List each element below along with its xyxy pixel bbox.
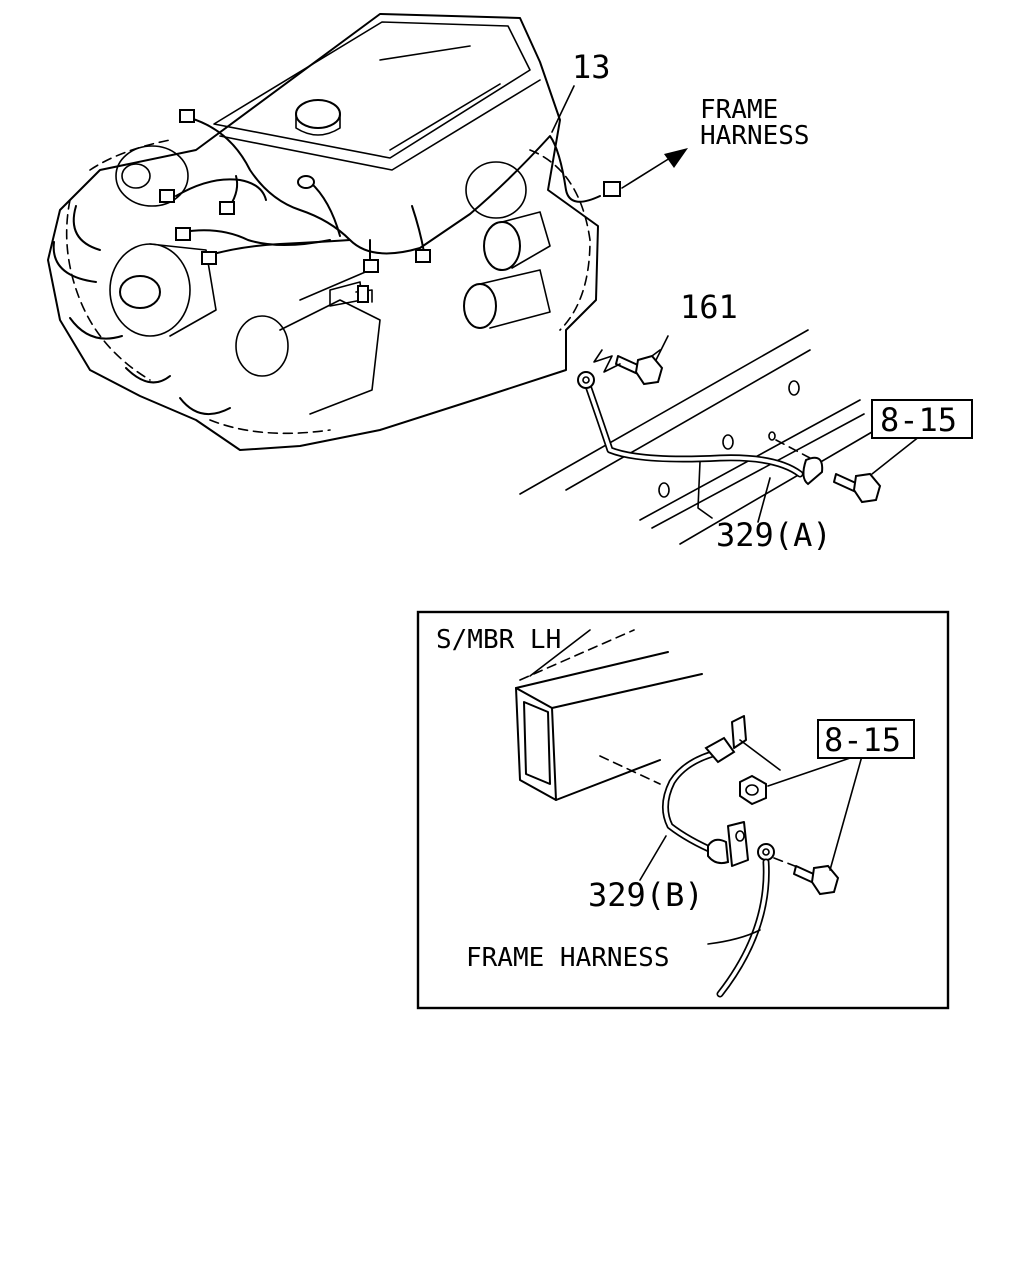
bolt-inset <box>793 755 863 896</box>
frame-rail <box>519 329 873 545</box>
leader-13 <box>551 85 575 133</box>
side-member-lh <box>515 629 703 801</box>
bolt-161 <box>593 335 669 386</box>
ref-box-8-15-top <box>871 399 973 439</box>
ref-box-8-15-inset <box>817 719 915 759</box>
callout-frame-harness-line2: HARNESS <box>700 121 810 151</box>
callout-13: 13 <box>572 48 611 86</box>
inset-callout-329b: 329(B) <box>588 876 704 914</box>
inset-label-frame-harness: FRAME HARNESS <box>466 943 670 973</box>
callout-8-15-top: 8-15 <box>880 401 957 439</box>
callout-161: 161 <box>680 288 738 326</box>
frame-harness-arrow <box>621 148 688 189</box>
engine-assembly <box>47 13 599 451</box>
callout-329a: 329(A) <box>716 516 832 554</box>
flange-nut <box>739 755 857 806</box>
inset-callout-8-15: 8-15 <box>824 721 901 759</box>
cable-329b <box>639 715 781 881</box>
cable-329a <box>577 371 824 523</box>
engine-wiring-harness <box>159 109 621 303</box>
inset-label-side-member: S/MBR LH <box>436 625 561 655</box>
callout-frame-harness-line1: FRAME <box>700 95 778 125</box>
bolt-right-top <box>833 435 921 504</box>
